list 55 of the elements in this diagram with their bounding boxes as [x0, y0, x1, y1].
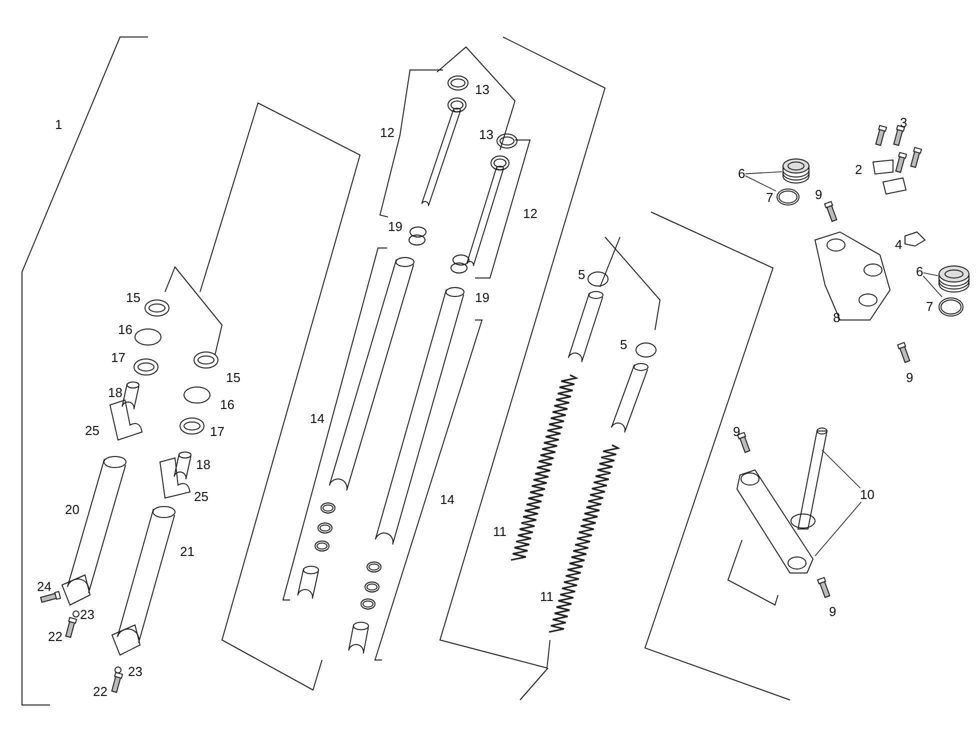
callout-number: 9 — [906, 371, 914, 385]
callout-number: 22 — [48, 630, 62, 644]
callout-number: 5 — [620, 338, 628, 352]
callout-number: 23 — [80, 608, 94, 622]
callout-number: 2 — [855, 163, 862, 177]
callout-number: 1 — [55, 118, 62, 132]
callout-number: 9 — [815, 188, 822, 202]
callout-number: 14 — [440, 493, 454, 507]
leader-line — [822, 450, 861, 488]
callout-number: 19 — [388, 220, 402, 234]
callout-number: 6 — [916, 265, 924, 279]
callout-number: 6 — [738, 167, 746, 181]
callout-number: 13 — [479, 128, 494, 142]
callout-number: 7 — [926, 300, 934, 314]
fork-part-drawing — [938, 265, 970, 293]
callout-number: 8 — [833, 311, 840, 325]
fork-part-drawing — [776, 188, 800, 206]
callout-number: 10 — [860, 488, 874, 502]
fork-part-drawing — [795, 425, 828, 530]
callout-number: 15 — [226, 371, 240, 385]
callout-number: 20 — [65, 503, 80, 517]
callout-number: 9 — [829, 605, 836, 619]
callout-number: 12 — [523, 207, 538, 221]
fork-part-drawing — [735, 467, 815, 575]
callout-number: 21 — [180, 545, 194, 559]
callout-number: 17 — [111, 351, 126, 365]
callout-number: 14 — [310, 412, 324, 426]
callout-number: 11 — [493, 525, 506, 539]
leader-line — [922, 276, 942, 298]
callout-number: 11 — [540, 590, 554, 604]
callout-number: 18 — [196, 458, 210, 472]
callout-number: 19 — [475, 291, 490, 305]
callout-number: 23 — [128, 665, 142, 679]
callout-number: 7 — [766, 191, 774, 205]
callout-number: 25 — [194, 490, 208, 504]
leader-line — [744, 171, 782, 174]
callout-number: 4 — [895, 238, 902, 252]
callout-number: 18 — [108, 386, 122, 400]
callout-number: 12 — [380, 126, 394, 140]
callout-number: 25 — [85, 424, 100, 438]
callout-number: 3 — [900, 116, 908, 130]
fork-part-drawing — [938, 297, 964, 317]
callout-number: 22 — [93, 685, 108, 699]
leader-line — [744, 175, 776, 192]
fork-part-drawing — [782, 158, 810, 184]
callout-number: 16 — [220, 398, 234, 412]
callout-number: 16 — [118, 323, 132, 337]
leader-line — [814, 502, 862, 556]
callout-number: 24 — [37, 580, 52, 594]
callout-number: 15 — [126, 291, 140, 305]
callout-number: 17 — [210, 425, 224, 439]
leader-line — [922, 272, 938, 276]
callout-number: 5 — [578, 268, 586, 282]
callout-number: 13 — [475, 83, 490, 97]
callout-number: 9 — [733, 425, 740, 439]
